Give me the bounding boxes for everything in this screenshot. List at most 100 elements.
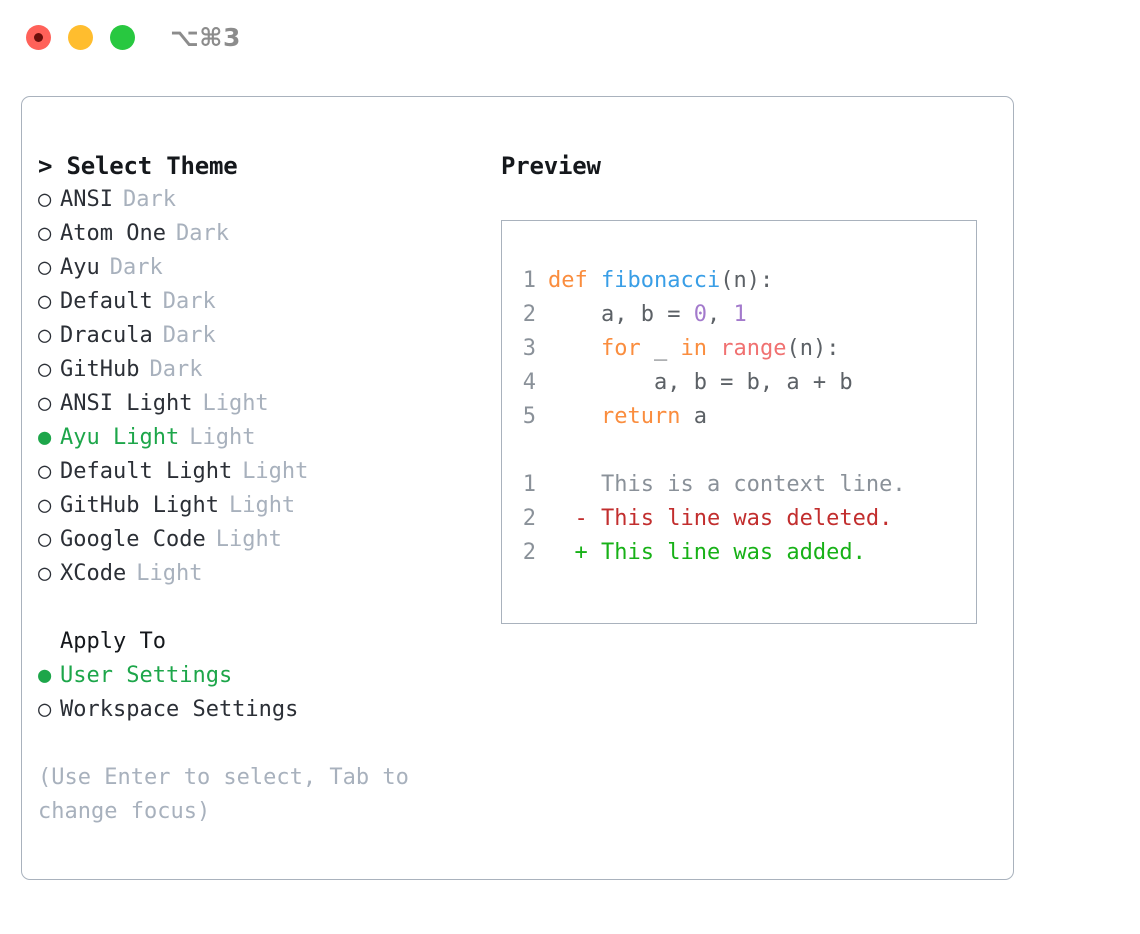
code-token: ,	[706, 302, 734, 327]
code-token: def	[548, 268, 601, 293]
option-variant-tag: Dark	[162, 289, 216, 314]
code-token: range	[720, 336, 787, 361]
line-number: 2	[522, 302, 536, 327]
theme-option-default-light[interactable]: ○ Default Light Light	[38, 455, 488, 489]
theme-option-atom-one[interactable]: ○ Atom One Dark	[38, 217, 488, 251]
line-number: 1	[522, 268, 536, 293]
minimize-button[interactable]	[68, 25, 93, 50]
option-variant-tag: Light	[242, 459, 309, 484]
option-label: XCode	[60, 561, 127, 586]
line-number: 1	[522, 472, 536, 497]
close-button[interactable]	[26, 25, 51, 50]
radio-unselected-icon: ○	[38, 527, 52, 552]
option-label: GitHub	[60, 357, 140, 382]
radio-selected-icon: ●	[38, 663, 52, 688]
theme-option-github-light[interactable]: ○ GitHub Light Light	[38, 489, 488, 523]
option-variant-tag: Light	[202, 391, 269, 416]
code-token: a	[680, 404, 707, 429]
option-variant-tag: Light	[215, 527, 282, 552]
code-line: 4 a, b = b, a + b	[520, 366, 906, 400]
apply-option-workspace-settings[interactable]: ○ Workspace Settings	[38, 693, 488, 727]
radio-unselected-icon: ○	[38, 289, 52, 314]
code-token: in	[680, 336, 707, 361]
option-variant-tag: Light	[136, 561, 203, 586]
code-line: 1 def fibonacci(n):	[520, 264, 906, 298]
line-number: 3	[522, 336, 536, 361]
line-number: 2	[522, 540, 536, 565]
option-label: Ayu	[60, 255, 100, 280]
option-label: Atom One	[60, 221, 166, 246]
code-line: 3 for _ in range(n):	[520, 332, 906, 366]
diff-line: 2 + This line was added.	[520, 536, 906, 570]
code-token: 1	[733, 302, 747, 327]
code-token: _	[640, 336, 681, 361]
option-label: Dracula	[60, 323, 153, 348]
option-label: ANSI	[60, 187, 113, 212]
theme-option-xcode[interactable]: ○ XCode Light	[38, 557, 488, 591]
radio-unselected-icon: ○	[38, 697, 52, 722]
maximize-button[interactable]	[110, 25, 135, 50]
code-token: a, b =	[548, 302, 694, 327]
line-number: 2	[522, 506, 536, 531]
code-line: 5 return a	[520, 400, 906, 434]
code-token: for	[600, 336, 641, 361]
select-theme-header: > Select Theme	[38, 152, 238, 180]
option-variant-tag: Dark	[162, 323, 216, 348]
code-token: (n):	[720, 268, 774, 293]
code-line: 2 a, b = 0, 1	[520, 298, 906, 332]
radio-unselected-icon: ○	[38, 323, 52, 348]
window-controls	[26, 25, 135, 50]
option-label: Default Light	[60, 459, 233, 484]
apply-option-user-settings[interactable]: ● User Settings	[38, 659, 488, 693]
option-variant-tag: Dark	[149, 357, 203, 382]
option-variant-tag: Dark	[175, 221, 229, 246]
radio-unselected-icon: ○	[38, 255, 52, 280]
radio-unselected-icon: ○	[38, 221, 52, 246]
radio-unselected-icon: ○	[38, 561, 52, 586]
title-bar: ⌥⌘3	[0, 0, 1140, 78]
code-diff-separator	[520, 434, 906, 468]
option-label: Workspace Settings	[60, 697, 299, 722]
diff-text: + This line was added.	[548, 540, 866, 565]
code-token: 0	[693, 302, 707, 327]
diff-text: - This line was deleted.	[548, 506, 893, 531]
diff-line: 1 This is a context line.	[520, 468, 906, 502]
radio-unselected-icon: ○	[38, 493, 52, 518]
line-number: 5	[522, 404, 536, 429]
option-label: User Settings	[60, 663, 233, 688]
radio-unselected-icon: ○	[38, 391, 52, 416]
diff-line: 2 - This line was deleted.	[520, 502, 906, 536]
keyboard-hint-text: (Use Enter to select, Tab to change focu…	[38, 765, 409, 824]
apply-to-option-list[interactable]: ● User Settings ○ Workspace Settings	[38, 659, 488, 727]
radio-unselected-icon: ○	[38, 459, 52, 484]
theme-option-dracula[interactable]: ○ Dracula Dark	[38, 319, 488, 353]
code-token: (n):	[786, 336, 840, 361]
option-variant-tag: Light	[228, 493, 296, 518]
option-variant-tag: Dark	[122, 187, 176, 212]
option-label: Default	[60, 289, 153, 314]
code-token: return	[600, 404, 681, 429]
theme-option-default[interactable]: ○ Default Dark	[38, 285, 488, 319]
preview-title: Preview	[501, 152, 601, 180]
code-token	[548, 404, 601, 429]
code-token: fibonacci	[600, 268, 721, 293]
code-token	[707, 336, 720, 361]
line-number: 4	[522, 370, 536, 395]
code-token	[548, 336, 601, 361]
keyboard-shortcut-label: ⌥⌘3	[170, 23, 241, 52]
apply-to-header: Apply To	[60, 629, 166, 654]
option-label: GitHub Light	[60, 493, 219, 518]
code-token: a, b = b, a + b	[548, 370, 853, 395]
